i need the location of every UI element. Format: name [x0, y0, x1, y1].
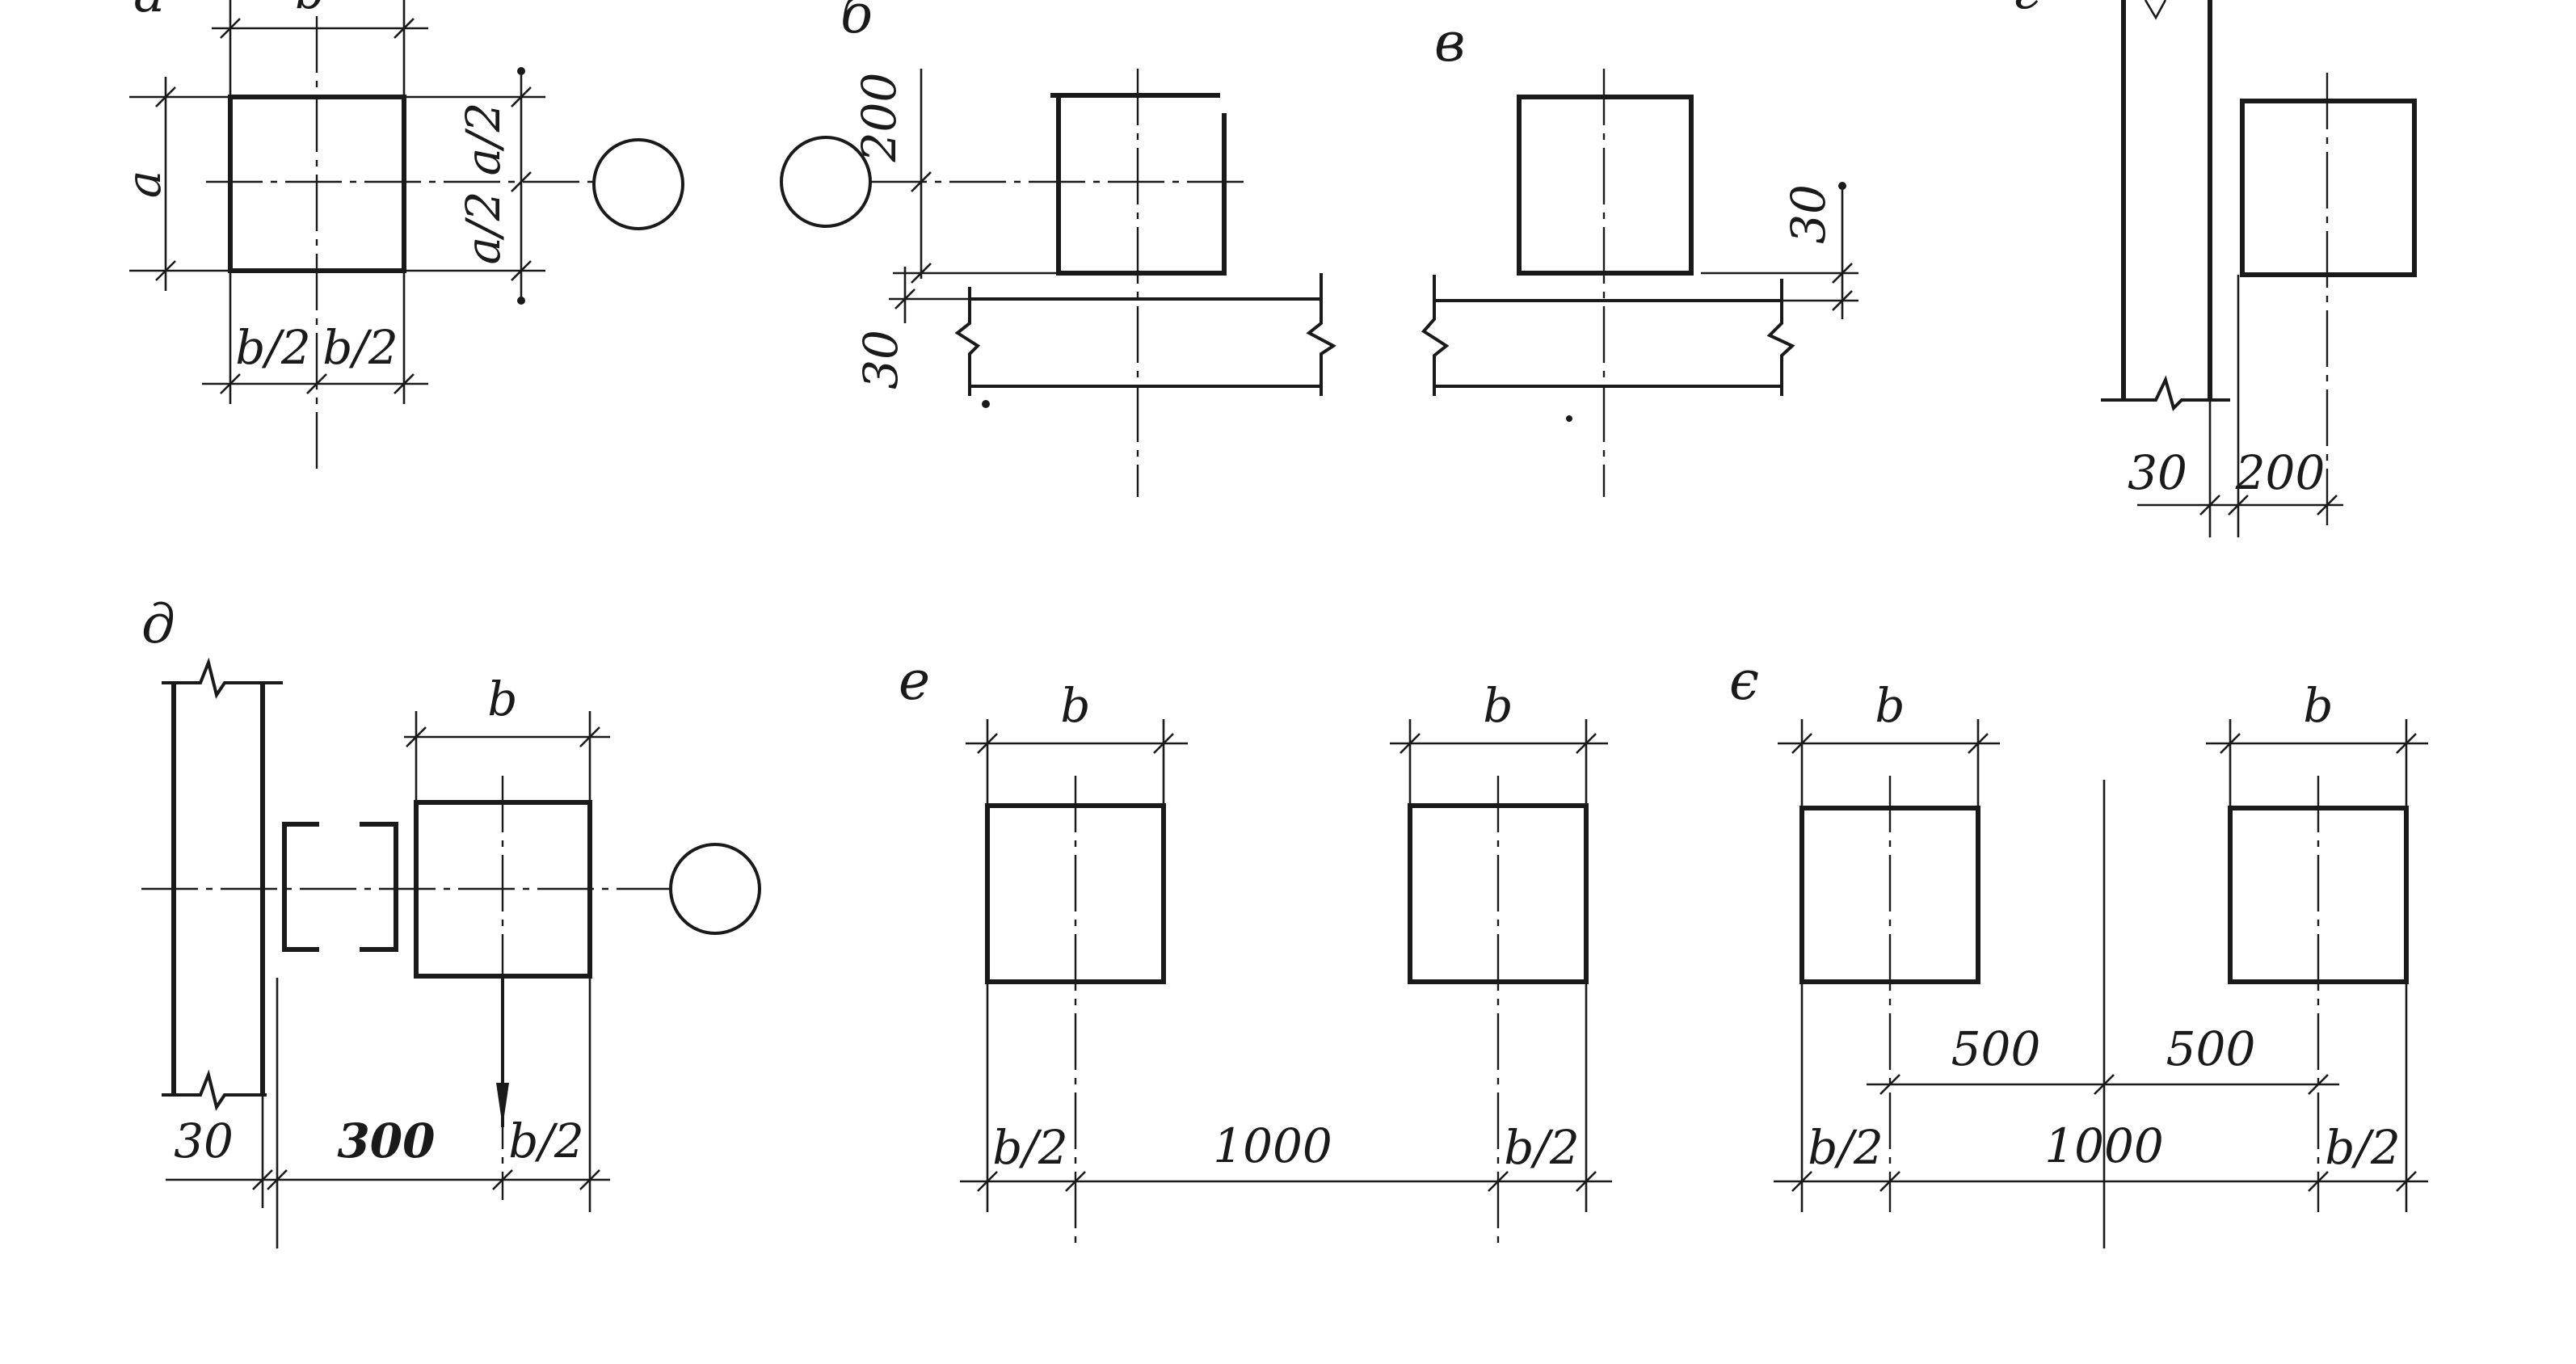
break-left-v [1421, 275, 1450, 396]
dim-right-bottom-a-label: a/2 [456, 191, 511, 264]
panel-e: е b b b/2 1000 b/2 [899, 650, 1612, 1248]
panel-yo: є b b 500 500 b/2 1000 b/2 [1729, 650, 2428, 1248]
panel-g: г 30 200 [2012, 0, 2417, 537]
dim-top-d-label: b [487, 671, 517, 726]
dim-b2-e-right-label: b/2 [1504, 1120, 1580, 1175]
dim-30-d-label: 30 [174, 1114, 234, 1168]
column-b [1056, 95, 1227, 276]
column-g [2240, 99, 2417, 277]
dim-top-yo-right-label: b [2303, 678, 2333, 733]
dim-1000-e-label: 1000 [1213, 1118, 1332, 1173]
panel-d-letter: д [141, 593, 175, 655]
dim-500-yo-left-label: 500 [1951, 1021, 2041, 1076]
dim-30-b-label: 30 [853, 330, 908, 389]
wall-break-top-d [162, 657, 283, 699]
panel-a-letter: a [133, 0, 165, 24]
dim-top-a-label: b [295, 0, 325, 19]
panel-e-letter: е [899, 650, 930, 712]
dim-top-e-right-label: b [1483, 678, 1513, 733]
panel-g-letter: г [2012, 0, 2039, 21]
arrowhead-d [496, 1083, 509, 1127]
panel-v-letter: в [1434, 11, 1465, 74]
dim-left-a-label: a [116, 170, 171, 199]
panel-b: б 200 30 [780, 0, 1336, 497]
dim-b2-e-left-label: b/2 [992, 1120, 1068, 1175]
panel-a: a b a a/2 a/2 [116, 0, 684, 477]
dim-500-yo-right-label: 500 [2166, 1021, 2256, 1076]
panel-v: в 30 [1421, 11, 1858, 497]
dim-b2-yo-right-label: b/2 [2325, 1120, 2401, 1175]
bracket-right-d [360, 822, 398, 952]
bracket-left-d [282, 822, 319, 952]
dim-b2-yo-left-label: b/2 [1808, 1120, 1884, 1175]
dim-bottom-right-a-label: b/2 [322, 320, 398, 375]
dim-200-b-label: 200 [852, 73, 907, 163]
lamp-circle-d [669, 843, 761, 935]
dim-1000-yo-label: 1000 [2044, 1118, 2164, 1173]
column-v [1517, 95, 1694, 276]
dim-30-v-label: 30 [1781, 184, 1836, 244]
dim-right-top-a-label: a/2 [456, 102, 511, 175]
break-right-v [1766, 279, 1795, 396]
dim-top-yo-left-label: b [1875, 678, 1905, 733]
lamp-circle-a [592, 138, 684, 230]
panel-d: д b 30 300 b/2 [141, 593, 761, 1248]
wall-break-bottom-d [162, 1069, 267, 1111]
break-right-b [1306, 273, 1336, 396]
dim-200-g-label: 200 [2235, 445, 2326, 500]
dim-300-d-label: 300 [337, 1114, 435, 1168]
dim-top-e-left-label: b [1060, 678, 1090, 733]
break-left-b [954, 287, 981, 396]
dim-30-g-label: 30 [2128, 445, 2187, 500]
panel-yo-letter: є [1729, 650, 1759, 712]
wall-break-g [2101, 375, 2230, 411]
dim-bottom-left-a-label: b/2 [235, 320, 311, 375]
panel-b-letter: б [840, 0, 873, 45]
dim-b2-d-label: b/2 [508, 1114, 584, 1168]
